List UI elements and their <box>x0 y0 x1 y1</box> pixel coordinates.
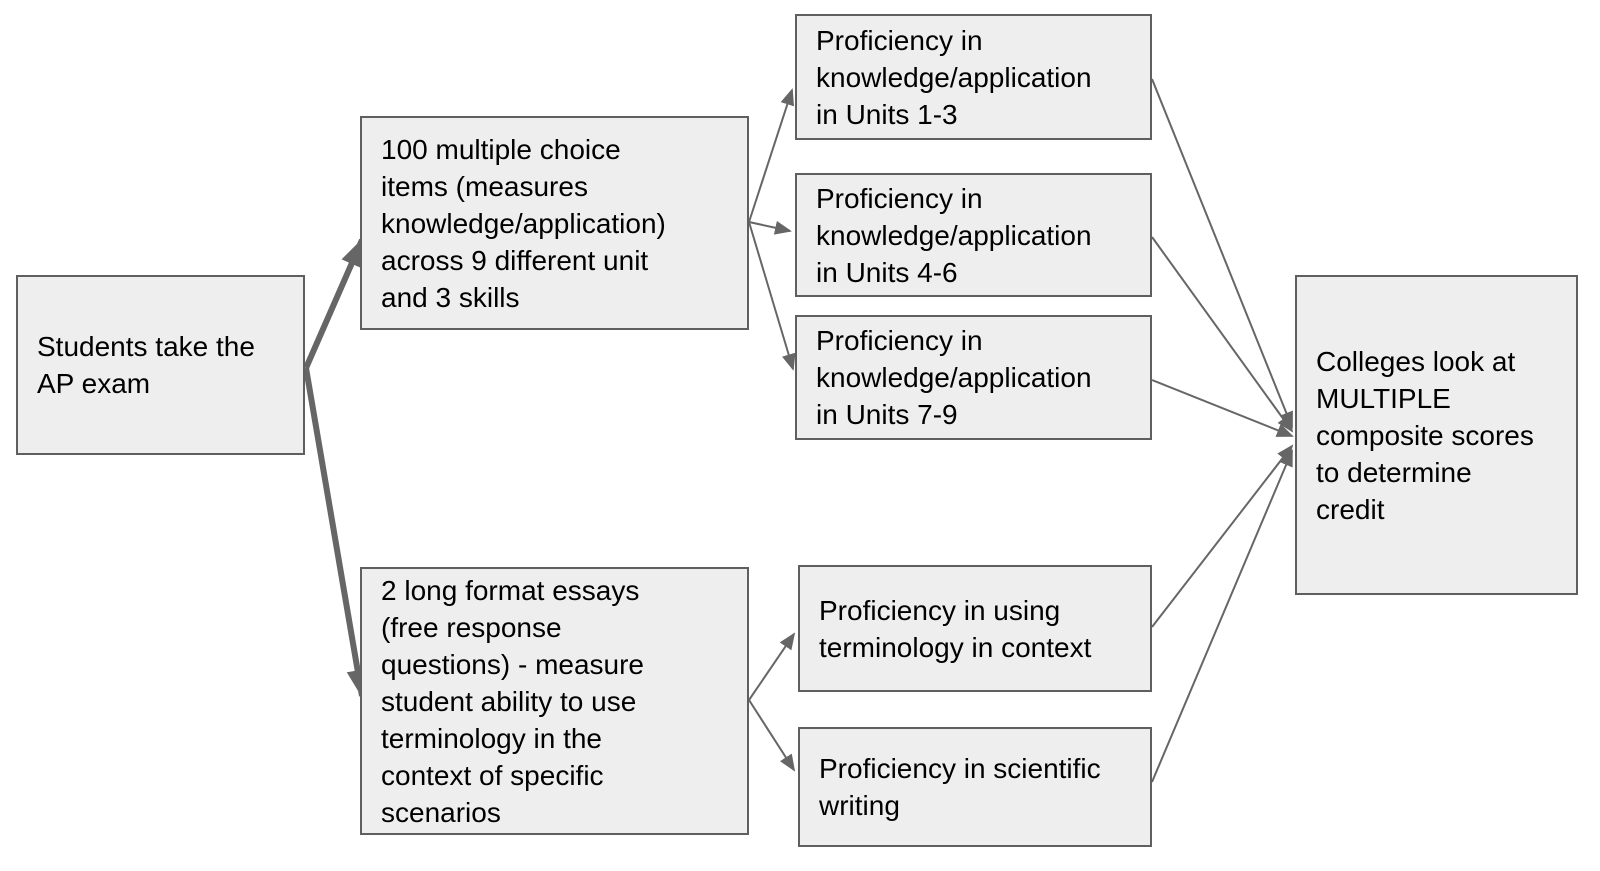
arrow-psci-to-college <box>1151 449 1293 783</box>
node-label: Proficiency in knowledge/application in … <box>816 182 1092 288</box>
node-colleges-composite-scores: Colleges look at MULTIPLE composite scor… <box>1295 275 1578 595</box>
arrow-mc-to-p79 <box>748 221 796 371</box>
node-proficiency-scientific-writing: Proficiency in scientific writing <box>798 727 1152 847</box>
node-long-format-essays: 2 long format essays (free response ques… <box>360 567 749 835</box>
arrow-mc-to-p46 <box>748 220 792 235</box>
arrow-essay-to-pterm <box>748 632 796 701</box>
node-label: Proficiency in scientific writing <box>819 753 1101 821</box>
arrow-p13-to-college <box>1151 78 1293 429</box>
node-label: Proficiency in knowledge/application in … <box>816 325 1092 430</box>
arrow-essay-to-psci <box>748 699 796 772</box>
node-multiple-choice-items: 100 multiple choice items (measures know… <box>360 116 749 330</box>
node-label: Students take the AP exam <box>37 331 255 399</box>
node-label: Proficiency in knowledge/application in … <box>816 24 1092 130</box>
arrow-pterm-to-college <box>1151 444 1294 628</box>
node-proficiency-units-1-3: Proficiency in knowledge/application in … <box>795 14 1152 140</box>
arrow-mc-to-p13 <box>748 88 795 223</box>
arrow-p46-to-college <box>1151 236 1294 433</box>
arrow-start-to-essay <box>303 367 369 698</box>
node-proficiency-terminology: Proficiency in using terminology in cont… <box>798 565 1152 692</box>
arrow-p79-to-college <box>1151 379 1294 437</box>
node-proficiency-units-4-6: Proficiency in knowledge/application in … <box>795 173 1152 297</box>
node-label: 2 long format essays (free response ques… <box>381 574 645 828</box>
node-label: 100 multiple choice items (measures know… <box>381 133 666 313</box>
node-label: Colleges look at MULTIPLE composite scor… <box>1316 345 1534 525</box>
node-students-take-ap-exam: Students take the AP exam <box>16 275 305 455</box>
node-proficiency-units-7-9: Proficiency in knowledge/application in … <box>795 315 1152 440</box>
node-label: Proficiency in using terminology in cont… <box>819 594 1092 663</box>
arrow-start-to-mc <box>303 238 365 370</box>
